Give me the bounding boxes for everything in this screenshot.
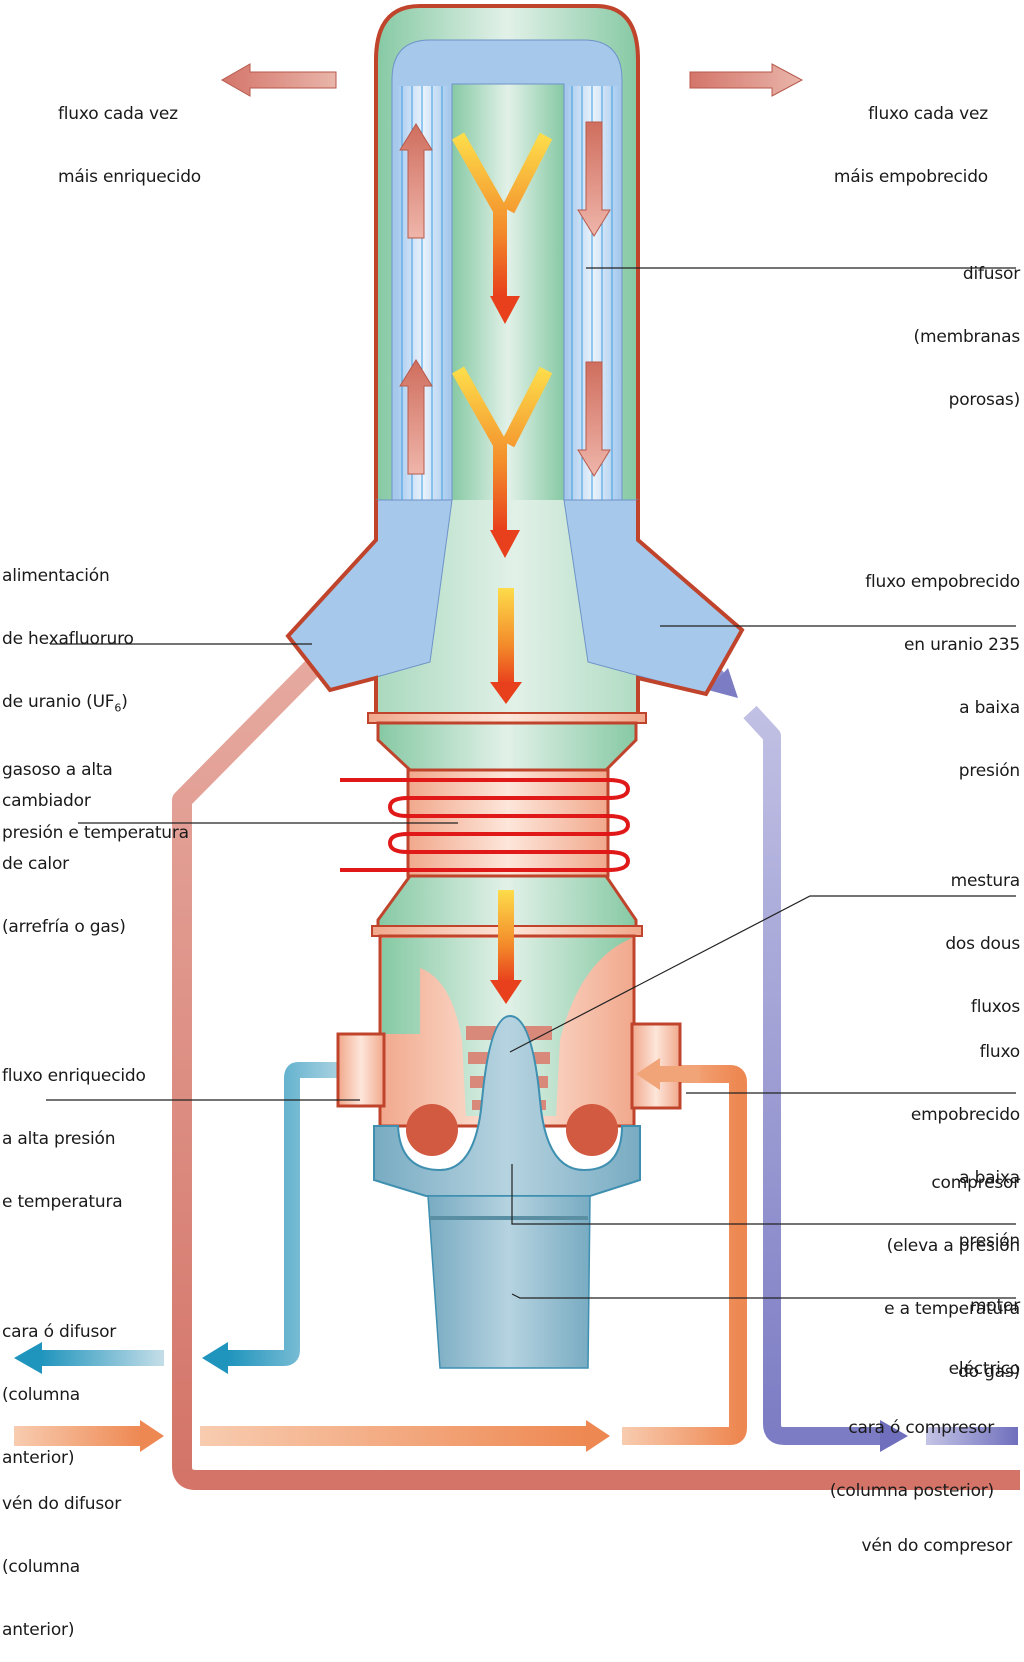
label-line: en uranio 235 bbox=[904, 635, 1020, 655]
label-to-compressor: cara ó compresor (columna posterior) bbox=[830, 1376, 994, 1523]
label-line: vén do difusor bbox=[2, 1494, 122, 1514]
label-to-diffuser: cara ó difusor (columna anterior) bbox=[2, 1280, 116, 1490]
compressor bbox=[336, 934, 682, 1197]
label-line: anterior) bbox=[2, 1620, 75, 1640]
label-line: de hexafluoruro bbox=[2, 629, 134, 649]
label-line: (eleva a presión bbox=[886, 1236, 1021, 1256]
label-line: presión e temperatura bbox=[2, 823, 189, 844]
label-line: eléctrico bbox=[948, 1359, 1021, 1379]
label-line: máis enriquecido bbox=[58, 167, 201, 187]
label-line: de calor bbox=[2, 854, 69, 874]
label-line: de uranio (UF6) bbox=[2, 692, 189, 718]
label-from-diffuser: vén do difusor (columna anterior) bbox=[2, 1452, 121, 1662]
label-enriched-high-pressure: fluxo enriquecido a alta presión e tempe… bbox=[2, 1024, 146, 1234]
label-line: cambiador bbox=[2, 791, 91, 811]
label-mixing: mestura dos dous fluxos bbox=[945, 829, 1020, 1039]
label-compressor: compresor (eleva a presión e a temperatu… bbox=[884, 1131, 1020, 1404]
label-line: presión bbox=[958, 761, 1020, 781]
label-text: ) bbox=[121, 692, 128, 712]
to-diffuser-pipe bbox=[14, 1062, 362, 1374]
enriched-top-arrow bbox=[220, 63, 337, 97]
label-line: porosas) bbox=[948, 390, 1021, 410]
from-diffuser-pipe bbox=[14, 1065, 747, 1452]
label-line: a alta presión bbox=[2, 1129, 116, 1149]
label-line: fluxo bbox=[979, 1042, 1021, 1062]
subscript: 6 bbox=[114, 701, 122, 715]
label-line: alimentación bbox=[2, 566, 110, 586]
label-line: dos dous bbox=[945, 934, 1020, 954]
label-text: de uranio (UF bbox=[2, 692, 115, 712]
label-line: presión bbox=[958, 1231, 1020, 1251]
membrane-flow-arrows bbox=[399, 121, 611, 477]
leader-lines bbox=[46, 267, 1016, 1299]
label-line: fluxos bbox=[970, 997, 1020, 1017]
label-line: máis empobrecido bbox=[833, 167, 988, 187]
label-line: compresor bbox=[931, 1173, 1020, 1193]
label-feed: alimentación de hexafluoruro de uranio (… bbox=[2, 524, 189, 865]
label-line: anterior) bbox=[2, 1448, 75, 1468]
label-line: e a temperatura bbox=[884, 1299, 1020, 1319]
electric-motor bbox=[427, 1195, 591, 1369]
feed-chamber bbox=[287, 499, 453, 691]
label-line: fluxo cada vez bbox=[868, 104, 988, 124]
label-depleted-low-pressure-2: fluxo empobrecido a baixa presión bbox=[911, 1000, 1020, 1273]
label-line: motor bbox=[969, 1296, 1020, 1316]
label-motor: motor eléctrico bbox=[948, 1254, 1021, 1401]
label-line: difusor bbox=[962, 264, 1020, 284]
label-line: (arrefría o gas) bbox=[2, 917, 126, 937]
label-line: fluxo empobrecido bbox=[865, 572, 1020, 592]
depleted-top-arrow bbox=[689, 63, 804, 97]
label-line: fluxo cada vez bbox=[58, 104, 178, 124]
label-line: (columna posterior) bbox=[829, 1481, 994, 1501]
label-line: do gas) bbox=[958, 1362, 1020, 1382]
label-line: fluxo enriquecido bbox=[2, 1066, 146, 1086]
label-depleted-low-pressure: fluxo empobrecido en uranio 235 a baixa … bbox=[865, 530, 1020, 803]
label-line: a baixa bbox=[959, 1168, 1020, 1188]
label-depleted-flow: fluxo cada vez máis empobrecido bbox=[834, 62, 988, 209]
label-line: (columna bbox=[2, 1385, 81, 1405]
label-line: cara ó difusor bbox=[2, 1322, 117, 1342]
label-line: (columna bbox=[2, 1557, 81, 1577]
label-from-compressor: vén do compresor bbox=[861, 1494, 1012, 1578]
label-line: mestura bbox=[950, 871, 1021, 891]
label-line: gasoso a alta bbox=[2, 760, 113, 781]
label-line: (membranas bbox=[913, 327, 1021, 347]
label-enriched-flow: fluxo cada vez máis enriquecido bbox=[58, 62, 201, 209]
label-line: empobrecido bbox=[910, 1105, 1020, 1125]
label-line: a baixa bbox=[959, 698, 1020, 718]
diffusion-stage-diagram bbox=[14, 4, 1020, 1490]
label-line: cara ó compresor bbox=[848, 1418, 994, 1438]
inflow-arrow bbox=[636, 1058, 700, 1090]
label-line: e temperatura bbox=[2, 1192, 123, 1212]
label-line: vén do compresor bbox=[861, 1536, 1012, 1556]
label-heat-exchanger: cambiador de calor (arrefría o gas) bbox=[2, 749, 126, 959]
label-diffuser: difusor (membranas porosas) bbox=[913, 222, 1021, 432]
central-flow-arrows bbox=[451, 132, 553, 1004]
